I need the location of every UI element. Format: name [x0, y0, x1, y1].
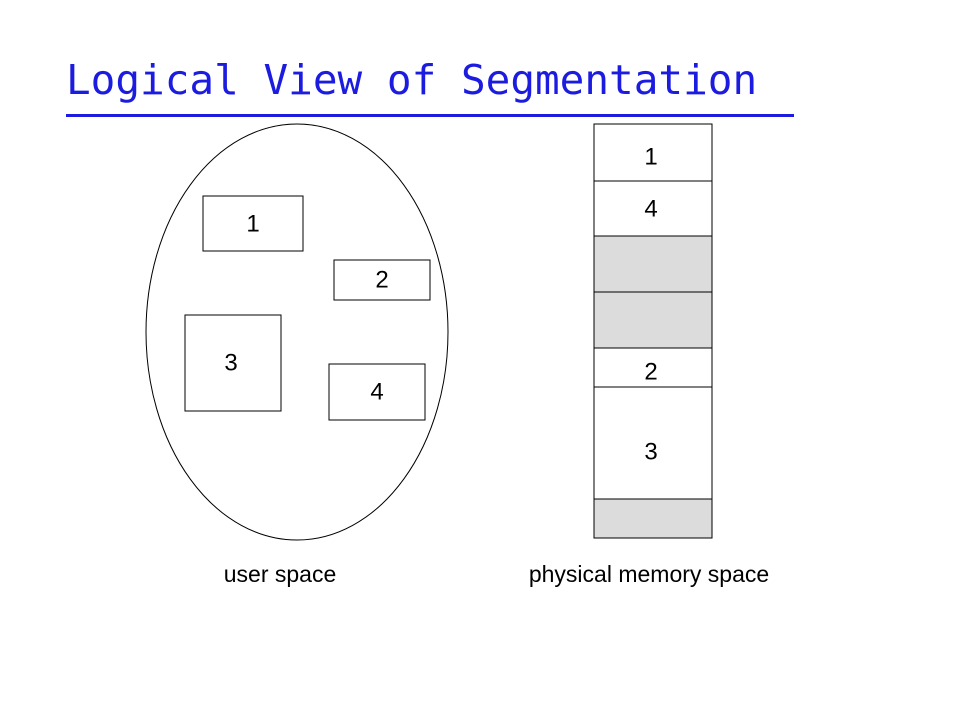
user-segment-1-label: 1	[246, 211, 259, 238]
physical-memory-caption: physical memory space	[529, 561, 769, 587]
memory-block-2-label: 4	[644, 196, 657, 223]
memory-free-block-1	[593, 235, 713, 293]
user-segment-3-box	[184, 314, 282, 412]
user-space-group: 1 2 3 4 user space	[145, 123, 449, 587]
user-segment-2-box	[333, 259, 431, 301]
memory-block-6-label: 3	[644, 439, 657, 466]
user-segment-4-box	[328, 363, 426, 421]
user-space-caption: user space	[224, 561, 337, 587]
title-underline	[66, 114, 794, 117]
memory-free-block-1-box	[593, 235, 713, 293]
memory-block-1-label: 1	[644, 144, 657, 171]
user-segment-2-label: 2	[375, 267, 388, 294]
memory-block-2: 4	[593, 180, 713, 237]
user-segment-2: 2	[333, 259, 431, 301]
user-segment-1: 1	[202, 195, 304, 252]
memory-block-5-label: 2	[644, 359, 657, 386]
memory-block-5: 2	[593, 347, 713, 388]
memory-free-block-3-box	[593, 498, 713, 539]
memory-block-1: 1	[593, 123, 713, 182]
physical-memory-group: 1 4 2 3 physical m	[529, 123, 769, 587]
user-segment-3: 3	[184, 314, 282, 412]
user-segment-4-label: 4	[370, 379, 383, 406]
memory-block-6-box	[593, 386, 713, 500]
memory-block-6: 3	[593, 386, 713, 500]
memory-free-block-3	[593, 498, 713, 539]
slide-title: Logical View of Segmentation	[66, 56, 758, 104]
memory-block-1-box	[593, 123, 713, 182]
user-segment-1-box	[202, 195, 304, 252]
memory-free-block-2	[593, 291, 713, 349]
memory-block-2-box	[593, 180, 713, 237]
user-segment-4: 4	[328, 363, 426, 421]
user-segment-3-label: 3	[224, 350, 237, 377]
memory-free-block-2-box	[593, 291, 713, 349]
